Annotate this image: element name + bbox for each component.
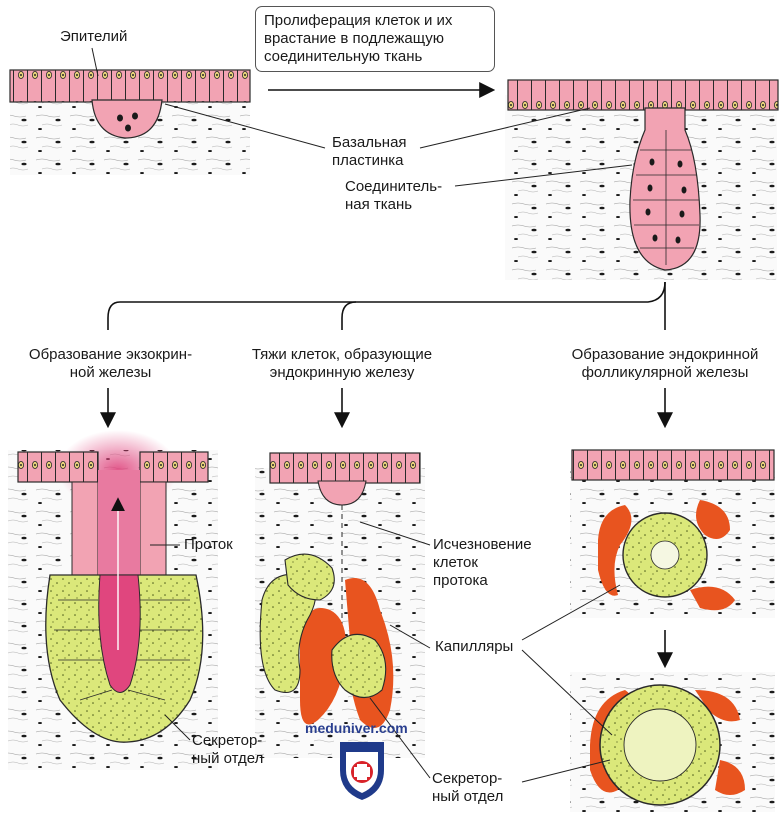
- label-endocrine-follicular: Образование эндокринной фолликулярной же…: [571, 346, 759, 381]
- label-disappearance: Исчезновение клеток протока: [433, 536, 532, 589]
- stage-ingrowth: [505, 79, 779, 280]
- leader-lines-top: [91, 47, 633, 187]
- label-exocrine-formation: Образование экзокрин- ной железы: [28, 346, 193, 381]
- label-basal-lamina: Базальная пластинка: [332, 134, 407, 169]
- watermark: meduniver.com: [305, 720, 408, 736]
- label-capillaries: Капилляры: [435, 638, 514, 655]
- exocrine-gland: [8, 430, 218, 770]
- leader-lines-bottom: [150, 521, 621, 783]
- label-secretory-right: Секретор- ный отдел: [432, 770, 504, 805]
- label-connective-tissue: Соединитель- ная ткань: [345, 178, 443, 213]
- label-duct: Проток: [184, 536, 233, 553]
- branch-connector: [107, 281, 666, 330]
- endocrine-follicular-late: [570, 672, 775, 812]
- label-proliferation: Пролиферация клеток и их врастание в под…: [264, 12, 453, 65]
- label-secretory-left: Секретор- ный отдел: [192, 732, 264, 767]
- logo-shield: [340, 742, 384, 800]
- proliferation-box: Пролиферация клеток и их врастание в под…: [255, 6, 495, 72]
- stage-initial-epithelium: [9, 69, 251, 175]
- label-epithelium: Эпителий: [60, 28, 128, 45]
- endocrine-follicular-early: [570, 449, 775, 618]
- endocrine-cords: [255, 452, 425, 758]
- label-endocrine-cords: Тяжи клеток, образующие эндокринную желе…: [251, 346, 433, 381]
